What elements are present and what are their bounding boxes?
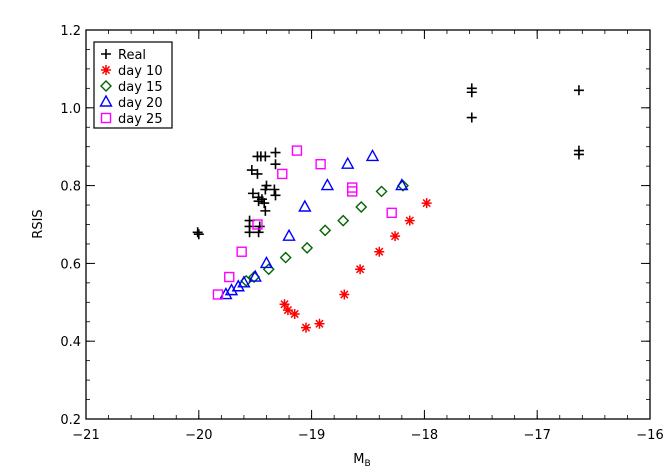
point-day-10 bbox=[339, 289, 350, 300]
point-day-20 bbox=[237, 275, 251, 288]
x-axis-title: MB bbox=[353, 452, 370, 469]
point-day-10 bbox=[404, 215, 415, 226]
axis-ticks: −21 −20 −19 −18 −17 −16 0.2 0.4 0.6 0.8 1.0 1.2 bbox=[60, 24, 663, 443]
point-real bbox=[269, 184, 280, 195]
point-real bbox=[270, 190, 281, 201]
point-day-25 bbox=[212, 289, 224, 300]
point-real bbox=[192, 227, 203, 238]
y-tick-label: 0.4 bbox=[60, 335, 81, 350]
point-day-25 bbox=[224, 271, 235, 283]
y-tick-label: 1.0 bbox=[60, 102, 81, 117]
point-day-20 bbox=[341, 156, 355, 169]
point-day-20 bbox=[298, 199, 312, 212]
point-day-20 bbox=[224, 283, 239, 296]
legend-label-real: Real bbox=[118, 48, 146, 63]
point-day-15 bbox=[279, 251, 292, 264]
legend-marker-day-10 bbox=[101, 65, 111, 75]
point-real bbox=[252, 168, 263, 179]
legend-marker-day-20 bbox=[99, 94, 113, 107]
point-day-25 bbox=[277, 168, 288, 180]
y-axis-title: RSIS bbox=[31, 209, 46, 238]
legend-label-day-20: day 20 bbox=[118, 96, 163, 111]
x-axis-title-subscript: B bbox=[365, 459, 371, 469]
point-day-25 bbox=[386, 207, 397, 219]
point-day-25 bbox=[315, 159, 326, 170]
point-real bbox=[573, 85, 584, 96]
point-real bbox=[260, 184, 271, 195]
point-day-10 bbox=[421, 198, 432, 209]
point-day-25 bbox=[347, 186, 358, 197]
point-day-15 bbox=[355, 201, 368, 213]
point-day-10 bbox=[314, 318, 325, 329]
point-day-25 bbox=[236, 246, 247, 257]
point-day-20 bbox=[282, 228, 296, 241]
x-tick-label: −17 bbox=[523, 428, 550, 443]
legend-marker-real bbox=[101, 49, 111, 59]
point-day-25 bbox=[252, 219, 263, 230]
legend-marker-day-25 bbox=[100, 112, 112, 124]
legend-label-day-25: day 25 bbox=[118, 112, 163, 127]
point-day-20 bbox=[365, 148, 380, 162]
x-tick-label: −20 bbox=[185, 428, 212, 443]
point-day-10 bbox=[374, 246, 385, 257]
x-tick-label: −18 bbox=[411, 428, 438, 443]
y-tick-label: 0.8 bbox=[60, 180, 81, 195]
point-real bbox=[247, 188, 258, 199]
point-real bbox=[466, 112, 477, 123]
point-day-20 bbox=[395, 178, 409, 191]
point-day-15 bbox=[301, 241, 314, 254]
point-real bbox=[270, 147, 281, 158]
y-tick-label: 1.2 bbox=[60, 24, 81, 39]
point-real bbox=[193, 229, 204, 240]
point-day-10 bbox=[300, 322, 311, 333]
x-tick-label: −16 bbox=[636, 428, 663, 443]
point-day-25 bbox=[291, 145, 303, 156]
y-tick-label: 0.2 bbox=[60, 413, 81, 428]
point-real bbox=[259, 198, 270, 209]
point-real bbox=[573, 149, 584, 160]
point-day-10 bbox=[355, 264, 366, 275]
point-real bbox=[254, 221, 265, 232]
point-real bbox=[260, 205, 271, 216]
point-real bbox=[244, 227, 255, 238]
point-day-15 bbox=[262, 263, 275, 276]
point-real bbox=[246, 165, 257, 176]
point-real bbox=[466, 87, 477, 98]
point-day-10 bbox=[282, 305, 293, 316]
point-real bbox=[270, 159, 281, 170]
x-tick-label: −21 bbox=[72, 428, 99, 443]
point-day-15 bbox=[375, 185, 388, 198]
point-day-20 bbox=[231, 279, 245, 292]
x-axis-title-main: M bbox=[353, 452, 364, 467]
point-day-10 bbox=[289, 308, 300, 319]
point-day-15 bbox=[319, 224, 332, 237]
point-day-20 bbox=[320, 178, 335, 191]
point-day-10 bbox=[390, 231, 401, 242]
y-tick-label: 0.6 bbox=[60, 257, 81, 272]
point-day-20 bbox=[248, 269, 262, 282]
point-day-10 bbox=[279, 299, 290, 310]
point-real bbox=[260, 151, 271, 162]
x-tick-label: −19 bbox=[298, 428, 325, 443]
point-day-20 bbox=[259, 255, 274, 269]
legend-marker-day-15 bbox=[100, 80, 112, 92]
legend-label-day-15: day 15 bbox=[118, 80, 163, 95]
point-day-15 bbox=[337, 214, 350, 227]
legend-label-day-10: day 10 bbox=[118, 64, 163, 79]
data-marks bbox=[192, 83, 584, 333]
